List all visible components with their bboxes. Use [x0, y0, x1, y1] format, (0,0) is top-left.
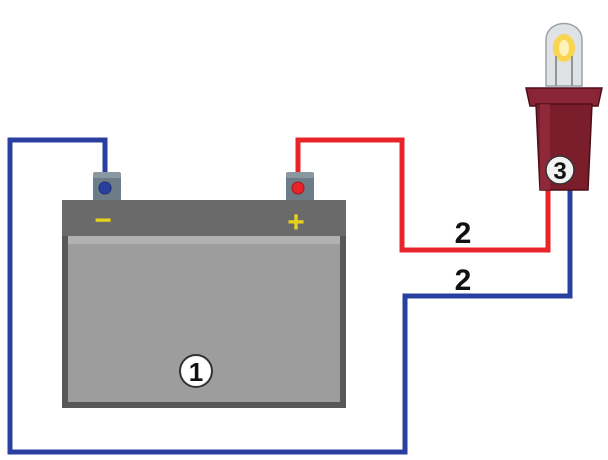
negative-wire [7, 137, 573, 455]
bulb-socket-flange [525, 87, 603, 107]
bulb: 3 [525, 22, 603, 191]
positive-sign: + [287, 206, 305, 239]
negative-sign: − [94, 204, 112, 237]
negative-wire-label: 2 [455, 264, 472, 297]
positive-wire-label: 2 [455, 217, 472, 250]
positive-wire [295, 137, 551, 253]
bulb-number: 3 [553, 158, 566, 185]
battery-number: 1 [189, 357, 203, 387]
negative-terminal [93, 172, 121, 202]
positive-terminal [286, 172, 314, 202]
battery-label: 1 [179, 354, 213, 388]
